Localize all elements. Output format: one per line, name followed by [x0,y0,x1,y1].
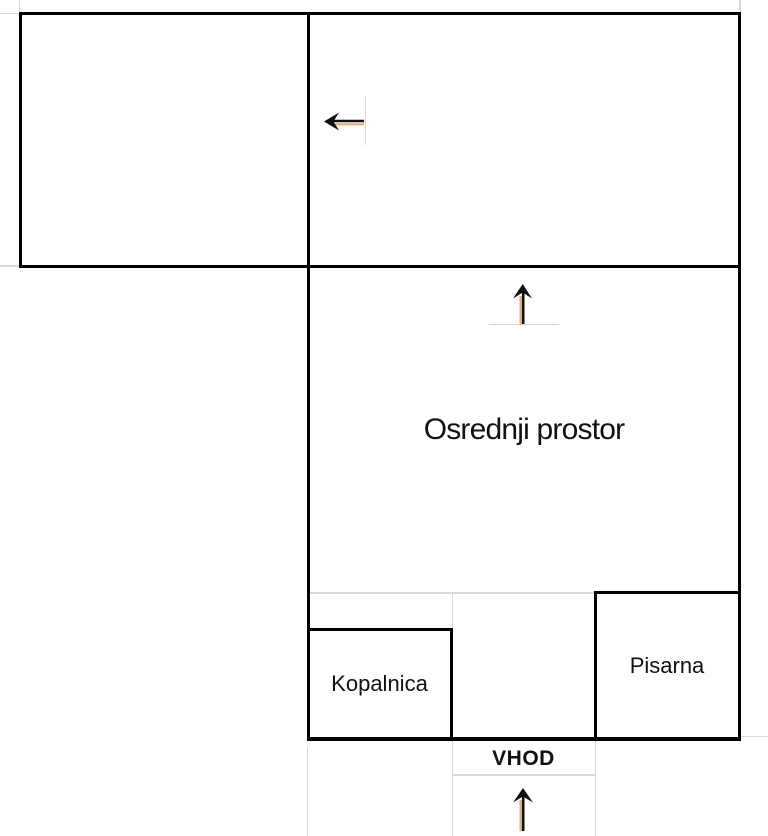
gridline-mid-left-h [0,265,20,267]
wall-top-h [20,11,741,15]
wall-divider-v [306,11,310,741]
entrance-label: VHOD [492,747,555,770]
gridline-entry-left-v [451,741,453,836]
wall-right-v [737,11,741,741]
entrance-arrow-up-icon [508,785,538,833]
bathroom-box [306,627,453,740]
wall-top-left-room-left-v [18,11,22,268]
wall-bottom-h [306,737,741,741]
wall-middle-h [20,264,741,268]
gridline-entry-right-v [594,741,596,836]
gridline-top-left-v [18,0,20,13]
gridline-top-left-h [0,12,20,14]
gridline-top-right-v [739,0,741,13]
arrow-left-icon [322,109,368,133]
office-box [593,590,741,740]
gridline-left-arrow-v [364,97,366,145]
gridline-entry-divider-h [452,774,595,776]
office-label: Pisarna [629,653,705,678]
arrow-up-icon [508,282,538,328]
bathroom-label: Kopalnica [331,671,428,696]
gridline-bottom-left-v [306,747,308,836]
gridline-bottom-right-h [741,735,768,737]
central-room-label: Osrednji prostor [423,413,625,446]
gridline-hall-upper-v [451,592,453,629]
gridline-up-arrow-h [489,323,559,325]
